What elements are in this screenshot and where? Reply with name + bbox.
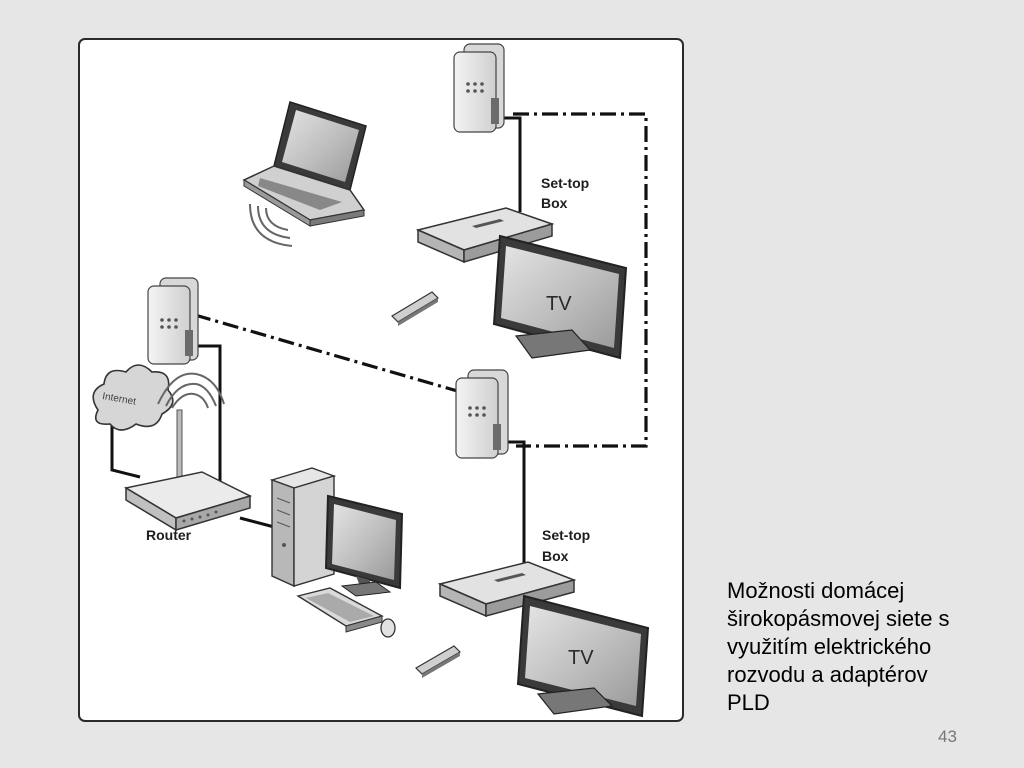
tv-bottom-label: TV — [568, 647, 594, 669]
cable-router-to-internet — [110, 421, 141, 479]
powerline-left-to-middle — [194, 313, 479, 399]
caption-line: PLD — [727, 690, 770, 715]
settop-box-bottom — [437, 561, 577, 618]
cable-left-plc-to-router — [198, 344, 222, 490]
caption-line: rozvodu a adaptérov — [727, 662, 928, 687]
router-wifi-icon — [157, 372, 225, 409]
caption-line: Možnosti domácej — [727, 578, 905, 603]
tv-top-label: TV — [546, 293, 572, 315]
laptop — [242, 101, 367, 227]
tv-top — [492, 234, 628, 360]
cable-mid-plc-to-settop — [502, 440, 526, 568]
network-diagram: Set-top Box TV Internet — [78, 38, 684, 722]
remote-control-bottom — [415, 645, 461, 678]
settop-top-label-line2: Box — [541, 195, 568, 211]
slide-caption: Možnosti domácej širokopásmovej siete s … — [727, 577, 997, 717]
plc-adapter-middle — [455, 369, 509, 459]
router — [123, 471, 253, 532]
keyboard — [296, 587, 384, 633]
settop-bottom-label-line2: Box — [542, 548, 569, 564]
laptop-wifi-icon — [249, 203, 293, 247]
slide-number: 43 — [938, 727, 957, 746]
internet-cloud-icon — [92, 364, 174, 431]
powerline-connections — [194, 112, 648, 448]
cable-top-plc-to-settop — [498, 116, 522, 212]
caption-line: využitím elektrického — [727, 634, 932, 659]
plc-adapter-left — [147, 277, 199, 365]
router-antenna — [176, 409, 183, 481]
pc-monitor — [324, 494, 404, 597]
remote-control-top — [391, 291, 439, 326]
pc-tower — [269, 467, 337, 588]
diagram-canvas: Set-top Box TV Internet — [92, 43, 650, 718]
settop-top-label-line1: Set-top — [541, 175, 589, 191]
mouse — [380, 618, 396, 638]
settop-bottom-label-line1: Set-top — [542, 527, 590, 543]
plc-adapter-top — [453, 43, 505, 133]
powerline-top-to-right — [513, 112, 648, 448]
router-label: Router — [146, 527, 192, 543]
caption-line: širokopásmovej siete s — [727, 606, 950, 631]
tv-bottom — [516, 594, 650, 718]
